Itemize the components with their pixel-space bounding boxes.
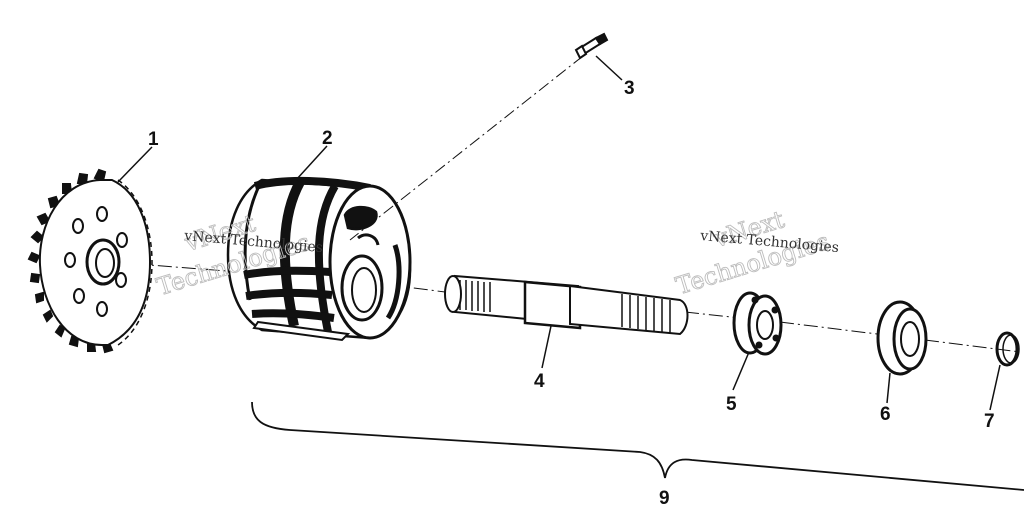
callout-4: 4 <box>534 371 545 392</box>
assembly-brace <box>251 401 1024 491</box>
leader-lines <box>117 55 1001 411</box>
fitting-axis-line <box>349 55 584 241</box>
fitting-part <box>574 32 609 60</box>
callout-6: 6 <box>880 404 891 425</box>
callout-2: 2 <box>322 128 333 149</box>
callout-3: 3 <box>624 78 635 99</box>
callout-7: 7 <box>984 411 995 432</box>
callout-9: 9 <box>659 488 670 509</box>
bearing-part <box>732 291 783 356</box>
pump-housing-part <box>226 176 412 342</box>
seal-part <box>876 300 928 376</box>
callout-1: 1 <box>148 129 159 150</box>
sprocket-part <box>27 168 153 354</box>
splined-shaft-part <box>444 274 689 336</box>
callout-5: 5 <box>726 394 737 415</box>
snap-ring-part <box>995 331 1020 367</box>
